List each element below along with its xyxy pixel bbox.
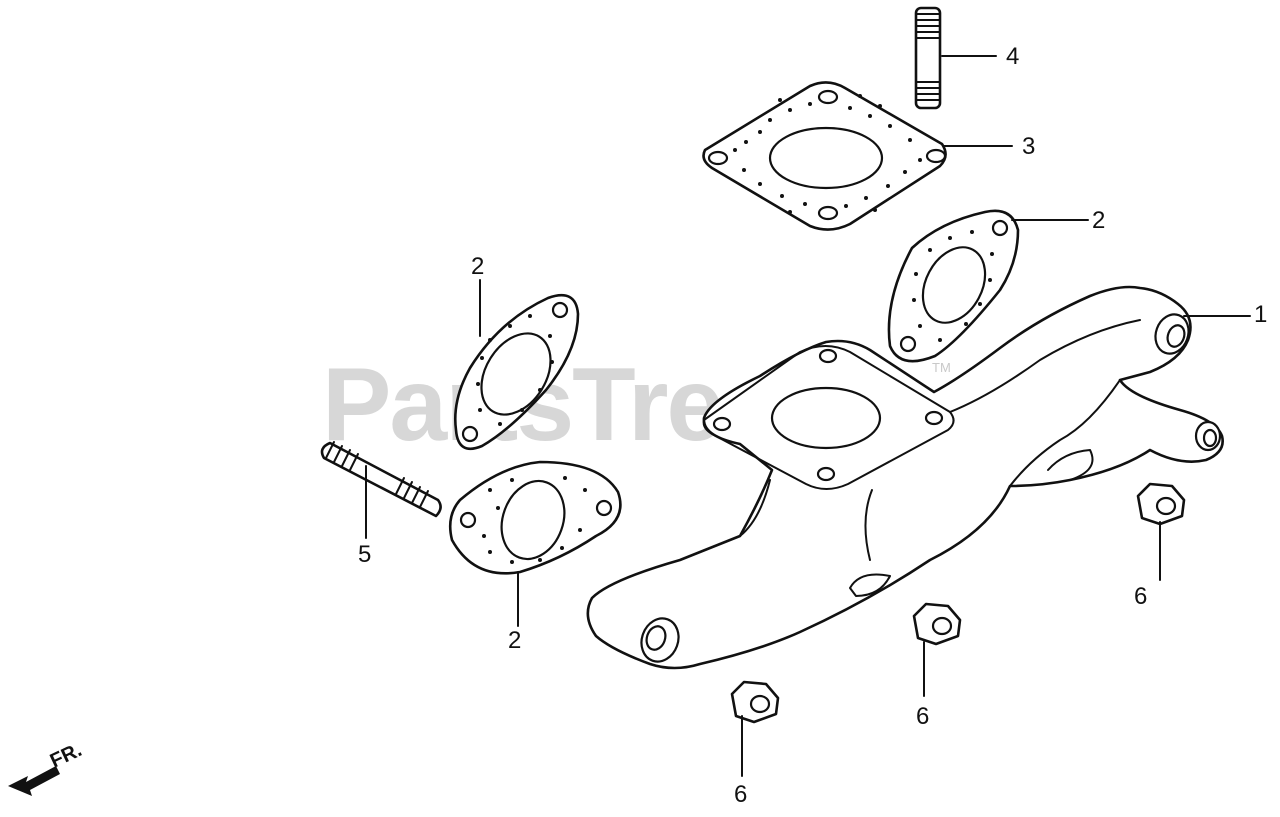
- callout-2: 2: [508, 627, 521, 654]
- callout-2: 2: [471, 253, 484, 280]
- callout-4: 4: [1006, 43, 1019, 70]
- part-2-gasket-right[interactable]: [887, 209, 1020, 363]
- part-5-stud[interactable]: [320, 441, 442, 518]
- part-2-gasket-upper-left[interactable]: [454, 293, 580, 451]
- part-6-nut-middle[interactable]: [912, 602, 962, 646]
- watermark-trademark: TM: [932, 360, 951, 375]
- callout-1: 1: [1254, 301, 1267, 328]
- part-6-nut-right[interactable]: [1136, 482, 1186, 526]
- callout-3: 3: [1022, 133, 1035, 160]
- callout-6: 6: [734, 781, 747, 808]
- part-6-nut-left[interactable]: [730, 680, 780, 724]
- gasket-perforation-pattern: [733, 94, 922, 214]
- part-1-exhaust-manifold[interactable]: [586, 285, 1224, 670]
- part-4-stud[interactable]: [914, 6, 942, 110]
- part-2-gasket-lower-left[interactable]: [448, 460, 622, 575]
- front-direction-arrow: FR.: [8, 739, 85, 796]
- callout-2: 2: [1092, 207, 1105, 234]
- callout-6: 6: [916, 703, 929, 730]
- callout-5: 5: [358, 541, 371, 568]
- front-direction-label: FR.: [47, 739, 85, 773]
- leader-lines: [365, 55, 1251, 777]
- part-3-flange-gasket[interactable]: [702, 81, 947, 231]
- callout-6: 6: [1134, 583, 1147, 610]
